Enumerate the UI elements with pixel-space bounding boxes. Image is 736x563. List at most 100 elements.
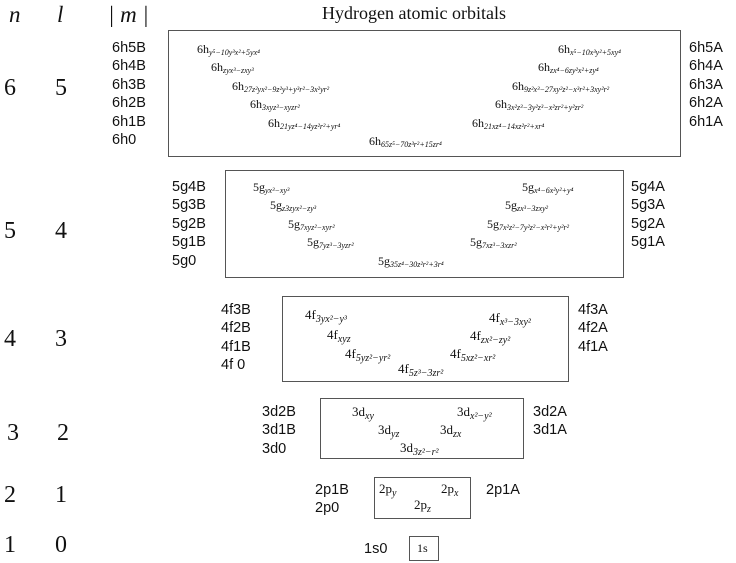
n-value-4: 4 xyxy=(4,326,16,352)
label-4f3A: 4f3A xyxy=(578,302,608,318)
label-6h4A: 6h4A xyxy=(689,58,723,75)
label-4f2B: 4f2B xyxy=(221,320,251,337)
orbital-3d-2B: 3dxy xyxy=(352,404,374,422)
label-6h1B: 6h1B xyxy=(112,113,146,130)
label-5g2B: 5g2B xyxy=(172,215,206,232)
orbital-3d-1B: 3dyz xyxy=(378,422,400,440)
label-1s0: 1s0 xyxy=(364,541,388,557)
label-3d1A: 3d1A xyxy=(533,422,567,439)
orbital-5g-3A: 5gzx³−3zxy² xyxy=(505,198,549,213)
header-m: | m | xyxy=(108,2,149,27)
n-value-2: 2 xyxy=(4,482,16,508)
orbital-box-1s xyxy=(409,536,439,561)
label-4f0: 4f 0 xyxy=(221,357,246,374)
orbital-5g-1A: 5g7xz³−3xzr² xyxy=(470,235,517,250)
orbital-5g-2B: 5g7xyz²−xyr² xyxy=(288,217,335,232)
n-value-3: 3 xyxy=(7,420,19,446)
label-4f3B: 4f3B xyxy=(221,302,251,318)
orbital-box-4f xyxy=(282,296,569,382)
label-4f2A: 4f2A xyxy=(578,320,608,337)
label-3d1B: 3d1B xyxy=(262,422,296,439)
orbital-2p-z: 2pz xyxy=(414,497,431,515)
orbital-4f-3B: 4f3yx²−y³ xyxy=(305,307,347,325)
orbital-2p-y: 2py xyxy=(379,481,397,499)
orbital-6h-3B: 6h27z²yx²−9z²y³+y³r²−3x²yr² xyxy=(232,79,330,94)
header-l: l xyxy=(57,2,64,27)
orbital-4f-0: 4f5z³−3zr² xyxy=(398,361,444,379)
label-4f1A: 4f1A xyxy=(578,338,608,355)
left-labels-4f: 4f3B 4f2B 4f1B 4f 0 xyxy=(221,301,251,375)
orbital-5g-4B: 5gyx³−xy³ xyxy=(253,180,290,195)
label-6h1A: 6h1A xyxy=(689,113,723,130)
left-labels-3d: 3d2B 3d1B 3d0 xyxy=(262,403,296,458)
label-2p1B: 2p1B xyxy=(315,482,349,498)
label-6h5A: 6h5A xyxy=(689,40,723,56)
label-2p0: 2p0 xyxy=(315,500,340,517)
left-labels-1s: 1s0 xyxy=(364,540,387,558)
label-6h5B: 6h5B xyxy=(112,40,146,56)
right-labels-4f: 4f3A 4f2A 4f1A xyxy=(578,301,608,356)
label-6h3A: 6h3A xyxy=(689,76,723,93)
orbital-2p-x: 2px xyxy=(441,481,459,499)
label-3d2A: 3d2A xyxy=(533,404,567,420)
header-n: n xyxy=(9,2,21,27)
right-labels-5g: 5g4A 5g3A 5g2A 5g1A xyxy=(631,178,665,252)
label-4f1B: 4f1B xyxy=(221,338,251,355)
label-5g0: 5g0 xyxy=(172,252,197,269)
n-value-6: 6 xyxy=(4,75,16,101)
orbital-3d-0: 3d3z²−r² xyxy=(400,440,439,458)
orbital-4f-1B: 4f5yz²−yr² xyxy=(345,346,391,364)
left-labels-5g: 5g4B 5g3B 5g2B 5g1B 5g0 xyxy=(172,178,206,270)
orbital-6h-1A: 6h21xz⁴−14xz²r²+xr⁴ xyxy=(472,116,545,131)
orbital-4f-2A: 4fzx²−zy² xyxy=(470,328,511,346)
l-value-5: 5 xyxy=(55,75,67,101)
label-3d2B: 3d2B xyxy=(262,404,296,420)
label-5g1B: 5g1B xyxy=(172,234,206,251)
orbital-box-2p xyxy=(374,477,471,519)
label-5g1A: 5g1A xyxy=(631,234,665,251)
label-6h0: 6h0 xyxy=(112,132,137,149)
right-labels-2p: 2p1A xyxy=(486,481,520,499)
right-labels-6h: 6h5A 6h4A 6h3A 6h2A 6h1A xyxy=(689,39,723,131)
l-value-0: 0 xyxy=(55,532,67,558)
label-5g4B: 5g4B xyxy=(172,179,206,195)
orbital-box-3d xyxy=(320,398,524,459)
label-6h3B: 6h3B xyxy=(112,76,146,93)
orbital-6h-5B: 6hy⁵−10y³x²+5yx⁴ xyxy=(197,42,260,57)
orbital-6h-5A: 6hx⁵−10x³y²+5xy⁴ xyxy=(558,42,621,57)
orbital-5g-4A: 5gx⁴−6x²y²+y⁴ xyxy=(522,180,574,195)
label-3d0: 3d0 xyxy=(262,440,287,457)
orbital-4f-3A: 4fx³−3xy² xyxy=(489,310,531,328)
l-value-4: 4 xyxy=(55,218,67,244)
label-6h4B: 6h4B xyxy=(112,58,146,75)
label-6h2B: 6h2B xyxy=(112,95,146,112)
orbital-5g-3B: 5gz3zyx²−zy³ xyxy=(270,198,317,213)
orbital-5g-0: 5g35z⁴−30z²r²+3r⁴ xyxy=(378,254,444,269)
orbital-4f-2B: 4fxyz xyxy=(327,327,351,345)
n-value-5: 5 xyxy=(4,218,16,244)
orbital-6h-0: 6h65z⁵−70z³r²+15zr⁴ xyxy=(369,134,442,149)
orbital-box-5g xyxy=(225,170,624,278)
l-value-3: 3 xyxy=(55,326,67,352)
orbital-6h-4A: 6hzx⁴−6zy²x²+zy⁴ xyxy=(538,60,599,75)
left-labels-6h: 6h5B 6h4B 6h3B 6h2B 6h1B 6h0 xyxy=(112,39,146,149)
n-value-1: 1 xyxy=(4,532,16,558)
orbital-box-6h xyxy=(168,30,681,157)
orbital-3d-2A: 3dx²−y² xyxy=(457,404,492,422)
right-labels-3d: 3d2A 3d1A xyxy=(533,403,567,440)
l-value-1: 1 xyxy=(55,482,67,508)
label-5g3A: 5g3A xyxy=(631,197,665,214)
orbital-1s: 1s xyxy=(417,541,428,555)
label-6h2A: 6h2A xyxy=(689,95,723,112)
left-labels-2p: 2p1B 2p0 xyxy=(315,481,349,518)
orbital-5g-2A: 5g7x²z²−7y²z²−x²r²+y²r² xyxy=(487,217,570,232)
diagram-title: Hydrogen atomic orbitals xyxy=(322,3,506,23)
orbital-4f-1A: 4f5xz²−xr² xyxy=(450,346,496,364)
label-5g2A: 5g2A xyxy=(631,215,665,232)
orbital-6h-1B: 6h21yz⁴−14yz²r²+yr⁴ xyxy=(268,116,341,131)
label-5g4A: 5g4A xyxy=(631,179,665,195)
orbital-6h-2B: 6h3xyz³−xyzr² xyxy=(250,97,300,112)
l-value-2: 2 xyxy=(57,420,69,446)
orbital-5g-1B: 5g7yz³−3yzr² xyxy=(307,235,354,250)
orbital-6h-3A: 6h9z²x³−27xy²z²−x³r²+3xy²r² xyxy=(512,79,610,94)
